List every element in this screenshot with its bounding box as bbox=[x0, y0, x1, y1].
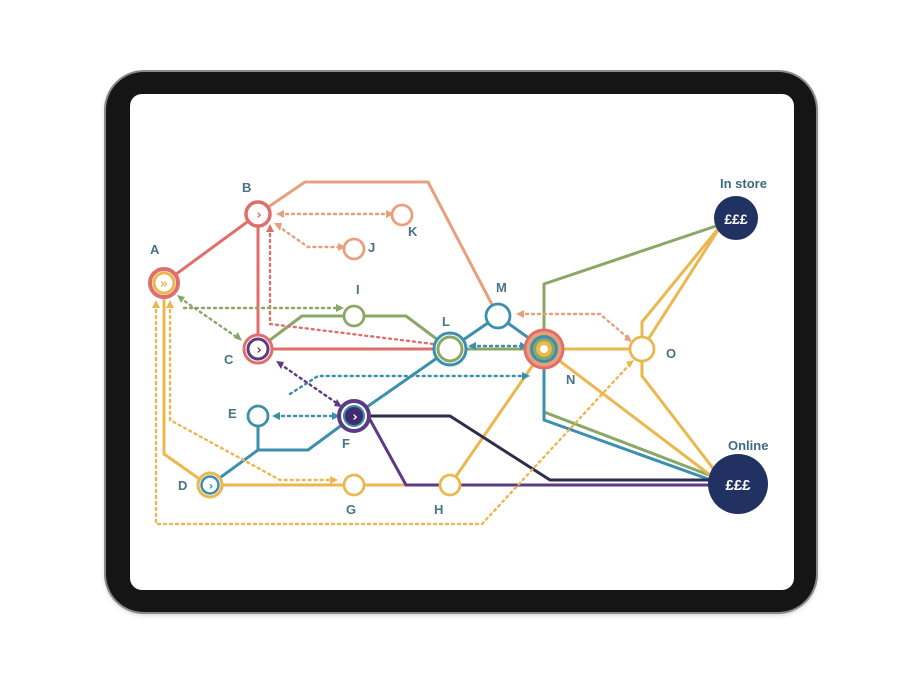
journey-nodes: » › › › bbox=[148, 196, 768, 514]
label-o: O bbox=[666, 346, 676, 361]
arrow-a2 bbox=[152, 300, 160, 308]
label-l: L bbox=[442, 314, 450, 329]
node-g[interactable] bbox=[342, 473, 366, 497]
arrow-l bbox=[468, 342, 476, 350]
link-b-j bbox=[276, 224, 344, 249]
route-teal-lower bbox=[542, 347, 724, 486]
route-peach bbox=[256, 180, 500, 318]
route-dark bbox=[366, 414, 724, 482]
label-g: G bbox=[346, 502, 356, 517]
route-purple bbox=[352, 414, 724, 487]
arrow-f bbox=[332, 412, 340, 420]
label-in-store: In store bbox=[720, 176, 767, 191]
label-k: K bbox=[408, 224, 418, 239]
chevron-right-icon: › bbox=[209, 479, 214, 493]
label-h: H bbox=[434, 502, 443, 517]
arrow-b-k bbox=[276, 210, 284, 218]
route-yellow bbox=[162, 222, 724, 487]
node-f[interactable]: › bbox=[337, 399, 371, 433]
node-labels: A B C D E F G H I J K L M N O In store O… bbox=[150, 176, 768, 517]
arrow-g bbox=[330, 476, 338, 484]
destination-in-store[interactable]: £££ bbox=[714, 196, 758, 240]
tablet-screen: » › › › bbox=[130, 94, 794, 590]
link-a-o bbox=[154, 302, 632, 526]
route-green-upper bbox=[542, 222, 724, 351]
arrow-o bbox=[624, 334, 632, 342]
node-h[interactable] bbox=[438, 473, 462, 497]
label-e: E bbox=[228, 406, 237, 421]
link-a-c bbox=[178, 296, 240, 340]
node-i[interactable] bbox=[342, 304, 366, 328]
arrow-j bbox=[338, 243, 346, 251]
node-d[interactable]: › bbox=[196, 471, 224, 499]
arrow-fc bbox=[276, 361, 284, 369]
label-j: J bbox=[368, 240, 375, 255]
arrow-ao bbox=[626, 360, 634, 368]
link-f-n bbox=[288, 374, 528, 396]
label-d: D bbox=[178, 478, 187, 493]
arrow-no bbox=[516, 310, 524, 318]
node-m[interactable] bbox=[484, 302, 512, 330]
arrow-a bbox=[177, 295, 185, 303]
label-online: Online bbox=[728, 438, 768, 453]
chevron-right-icon: › bbox=[256, 343, 261, 358]
destination-online[interactable]: £££ bbox=[708, 454, 768, 514]
label-i: I bbox=[356, 282, 360, 297]
arrow-k bbox=[386, 210, 394, 218]
node-j[interactable] bbox=[342, 237, 366, 261]
route-salmon bbox=[162, 212, 546, 351]
double-chevron-right-icon: » bbox=[160, 277, 168, 292]
in-store-symbol: £££ bbox=[724, 211, 748, 227]
link-n-o bbox=[518, 312, 630, 340]
node-l[interactable] bbox=[432, 331, 468, 367]
node-e[interactable] bbox=[246, 404, 270, 428]
online-symbol: £££ bbox=[725, 477, 751, 494]
customer-journey-map: » › › › bbox=[148, 176, 768, 526]
arrow-cf bbox=[334, 399, 342, 407]
arrow-e bbox=[272, 412, 280, 420]
chevron-right-icon: › bbox=[256, 208, 261, 223]
arrow-i bbox=[336, 304, 344, 312]
chevron-right-icon: › bbox=[352, 410, 357, 425]
node-o[interactable] bbox=[628, 335, 656, 363]
label-b: B bbox=[242, 180, 251, 195]
arrow-a1 bbox=[166, 300, 174, 308]
node-k[interactable] bbox=[390, 203, 414, 227]
arrow-b-j bbox=[274, 223, 282, 231]
label-f: F bbox=[342, 436, 350, 451]
arrowheads bbox=[152, 210, 634, 484]
arrow-c bbox=[234, 332, 242, 341]
route-yellow-n-online bbox=[542, 347, 724, 486]
node-n[interactable] bbox=[523, 328, 565, 370]
arrow-fn bbox=[522, 372, 530, 380]
tablet-frame: » › › › bbox=[106, 72, 816, 612]
dotted-links bbox=[154, 212, 632, 526]
node-a[interactable]: » bbox=[148, 267, 180, 299]
node-c[interactable]: › bbox=[242, 333, 274, 365]
label-m: M bbox=[496, 280, 507, 295]
label-c: C bbox=[224, 352, 234, 367]
arrow-c-b bbox=[266, 224, 274, 232]
label-n: N bbox=[566, 372, 575, 387]
node-b[interactable]: › bbox=[244, 200, 272, 228]
link-c-b bbox=[268, 226, 452, 348]
label-a: A bbox=[150, 242, 160, 257]
link-c-f bbox=[278, 362, 340, 406]
